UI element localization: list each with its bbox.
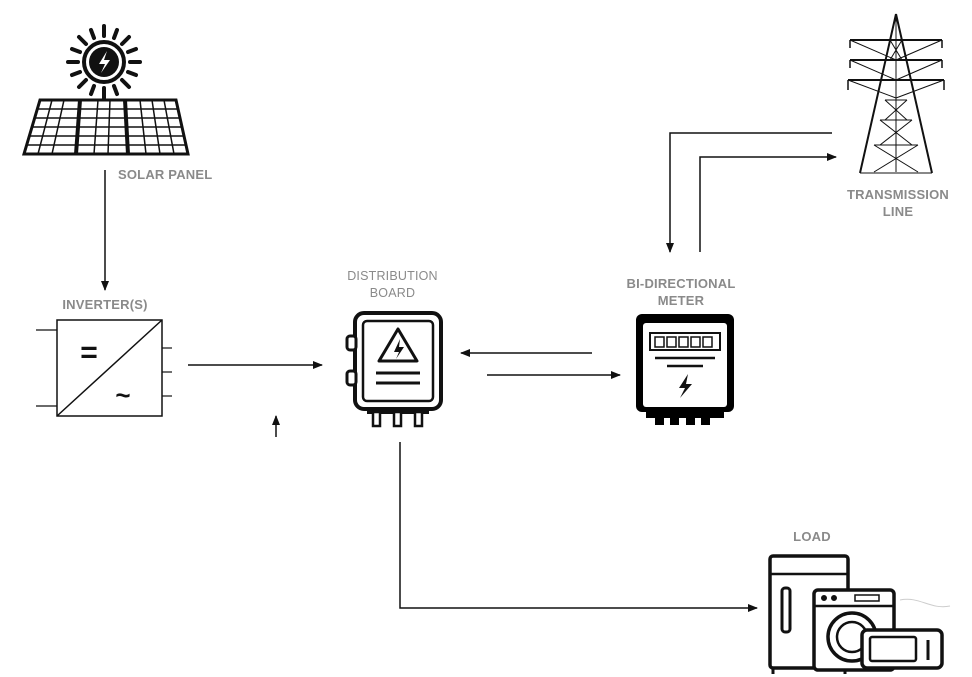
meter-label-line1: BI-DIRECTIONAL <box>626 276 736 291</box>
ac-symbol: ~ <box>115 380 130 410</box>
load-appliances-icon <box>768 554 951 674</box>
transmission-label-line1: TRANSMISSION <box>846 187 950 202</box>
inverter-icon: = ~ <box>36 319 172 417</box>
solar-panel-label: SOLAR PANEL <box>118 166 248 183</box>
transmission-line-label: TRANSMISSION LINE <box>832 186 964 220</box>
inverter-label-text: INVERTER(S) <box>62 297 148 312</box>
transmission-label-line2: LINE <box>882 204 914 219</box>
bi-directional-meter-label: BI-DIRECTIONAL METER <box>606 275 756 309</box>
load-label: LOAD <box>780 528 844 545</box>
load-label-text: LOAD <box>793 529 831 544</box>
distribution-board-label-line2: BOARD <box>369 286 416 300</box>
distribution-board-label: DISTRIBUTION BOARD <box>325 268 460 302</box>
dc-symbol: = <box>80 336 98 369</box>
bi-directional-meter-icon <box>636 314 734 425</box>
transmission-tower-icon <box>847 13 945 174</box>
arrow-board-to-load <box>399 442 758 612</box>
sun-icon <box>66 24 142 100</box>
solar-panel-label-text: SOLAR PANEL <box>118 167 213 182</box>
meter-label-line2: METER <box>657 293 705 308</box>
arrow-grid-to-meter <box>666 132 832 253</box>
distribution-board-label-line1: DISTRIBUTION <box>347 269 438 283</box>
inverter-label: INVERTER(S) <box>40 296 170 313</box>
distribution-board-icon <box>345 311 443 428</box>
arrow-meter-to-grid <box>699 153 837 252</box>
solar-panel-icon <box>21 98 190 156</box>
